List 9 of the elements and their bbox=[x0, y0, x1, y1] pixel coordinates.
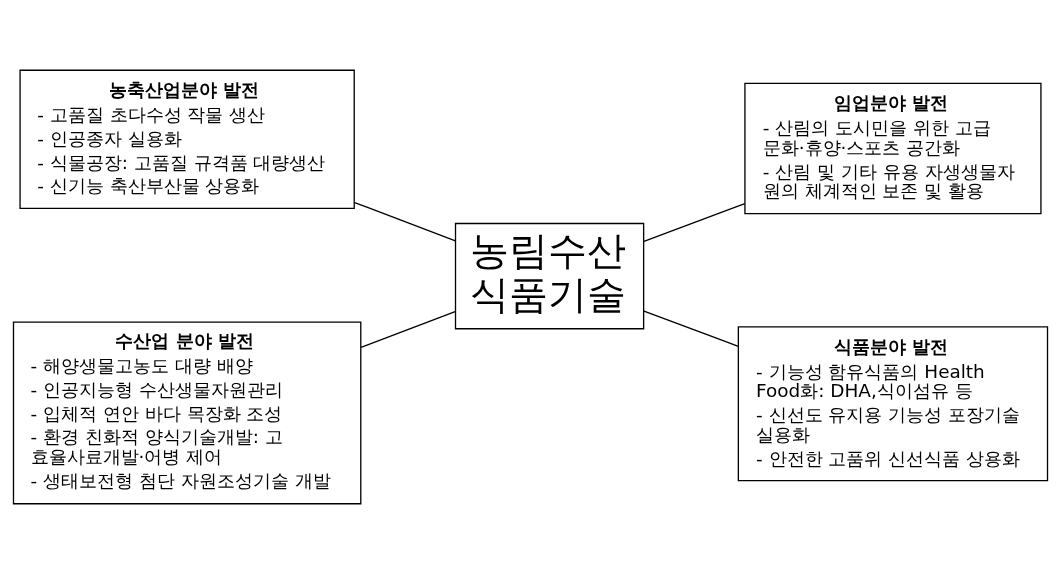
connector bbox=[643, 309, 739, 347]
node-box: 농축산업분야 발전 - 고품질 초다수성 작물 생산 - 인공종자 실용화 - 식물공장: 고품질 규격품 대량생산 - 신기능 축산부산물 상용화 bbox=[19, 69, 355, 209]
connector bbox=[354, 201, 457, 241]
connector bbox=[360, 310, 456, 348]
node-box: 수산업 분야 발전 - 해양생물고농도 대량 배양 - 인공지능형 수산생물자원관리 - 입체적 연안 바다 목장화 조성 - 환경 친화적 양식기술개발: 고 효율사료개발·어병 제어 - 생태보전형 첨단 자원조성기술 개발 bbox=[12, 321, 362, 504]
node-box: 식품분야 발전 - 기능성 함유식품의 Health Food화: DHA,식이섬유 등 - 신선도 유지용 기능성 포장기술 실용화 - 안전한 고품위 신선식품 상용화 bbox=[737, 325, 1049, 481]
connector bbox=[643, 202, 746, 242]
node-box: 농림수산 식품기술 bbox=[454, 222, 645, 329]
node-box: 임업분야 발전 - 산림의 도시민을 위한 고급 문화·휴양·스포츠 공간화 - 산림 및 기타 유용 자생생물자 원의 체계적인 보존 및 활용 bbox=[744, 82, 1042, 214]
